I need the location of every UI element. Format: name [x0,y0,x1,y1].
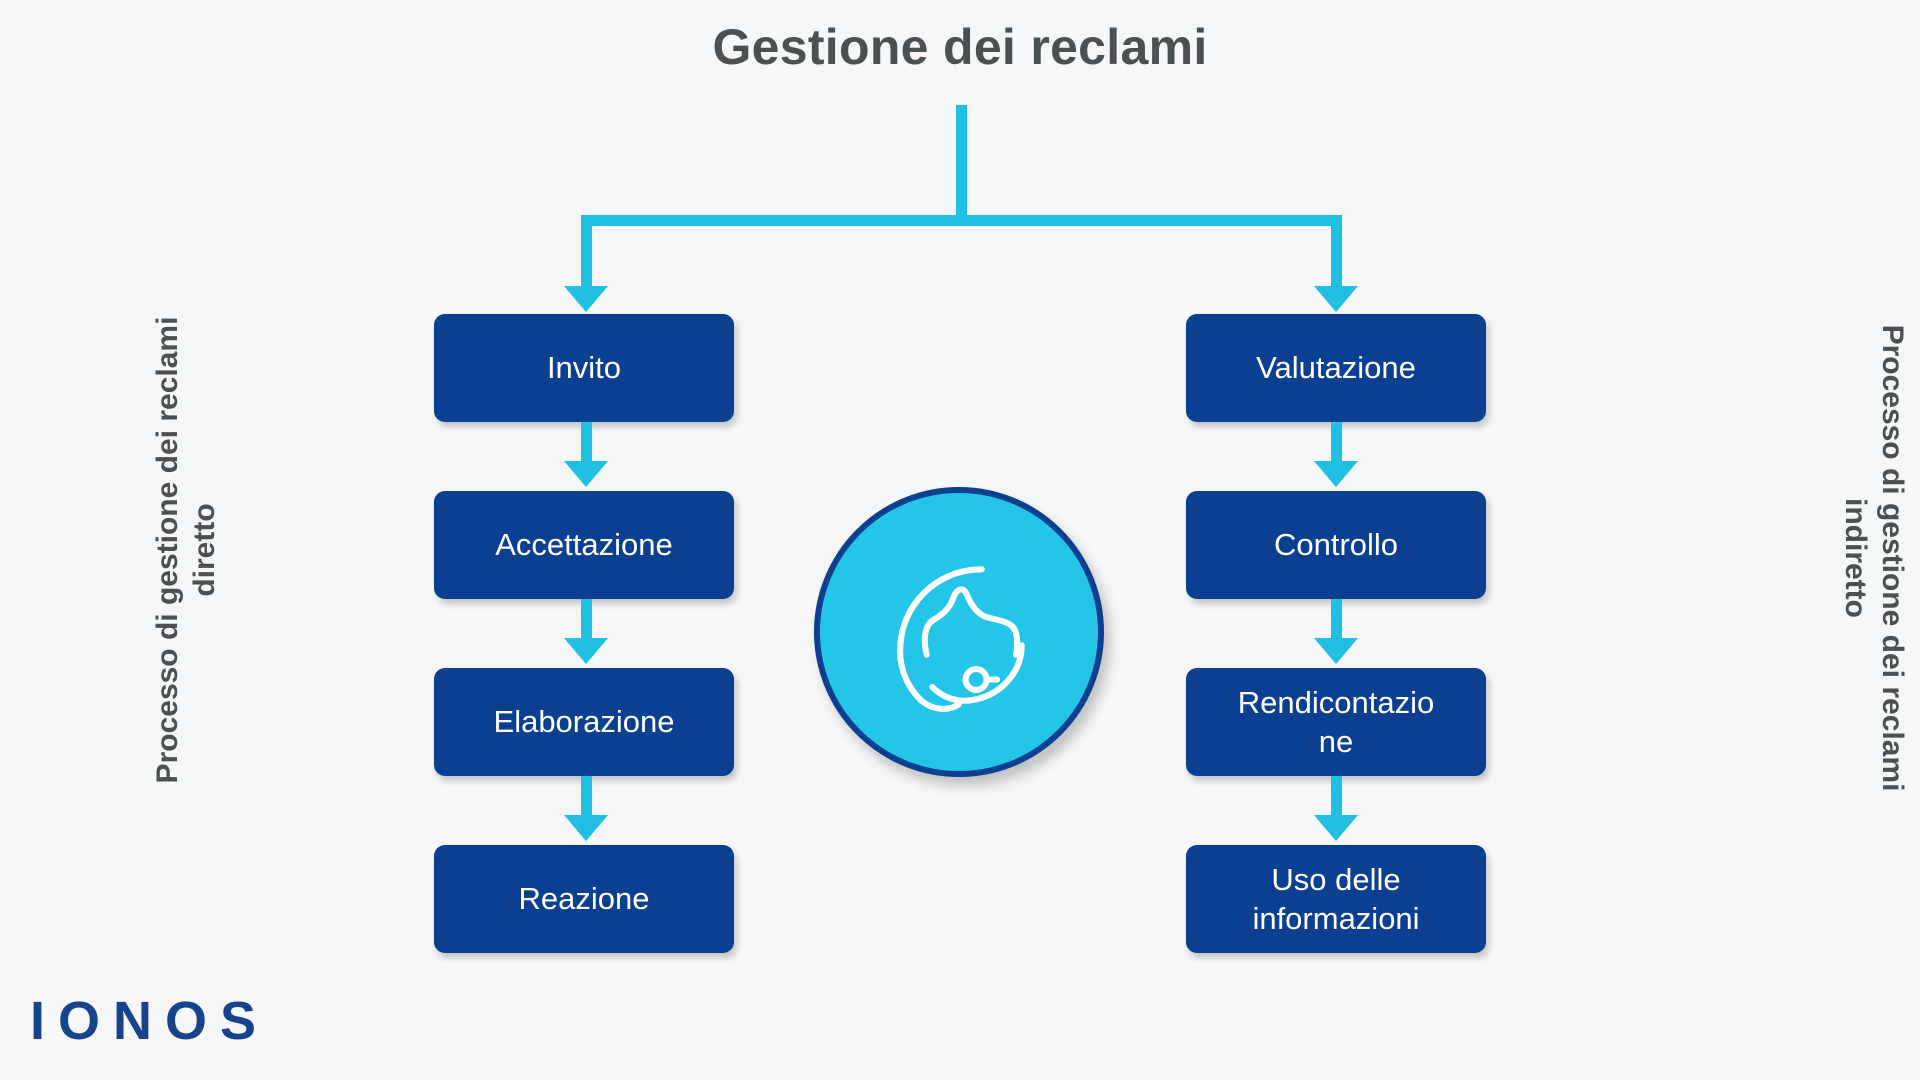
arrowhead-to-invito [564,286,608,312]
node-right-step-1[interactable]: Valutazione [1186,314,1486,422]
connector-right-drop [1331,215,1342,290]
connector-horizontal-bar [581,215,1342,226]
ionos-logo: IONOS [30,991,270,1051]
node-left-step-2[interactable]: Accettazione [434,491,734,599]
right-branch-label: Processo di gestione dei reclami indiret… [1839,324,1909,792]
node-left-step-3[interactable]: Elaborazione [434,668,734,776]
node-right-step-4[interactable]: Uso delle informazioni [1186,845,1486,953]
arrowhead-left-1-2 [564,461,608,487]
arrowhead-right-2-3 [1314,638,1358,664]
arrowhead-to-valutazione [1314,286,1358,312]
connector-right-1-2 [1331,422,1342,465]
arrowhead-right-3-4 [1314,815,1358,841]
connector-right-2-3 [1331,599,1342,642]
node-right-step-2[interactable]: Controllo [1186,491,1486,599]
page-title: Gestione dei reclami [712,19,1208,75]
connector-left-3-4 [581,776,592,819]
arrowhead-left-3-4 [564,815,608,841]
connector-left-1-2 [581,422,592,465]
arrowhead-right-1-2 [1314,461,1358,487]
connector-right-3-4 [1331,776,1342,819]
headset-support-icon [814,487,1104,777]
connector-left-2-3 [581,599,592,642]
arrowhead-left-2-3 [564,638,608,664]
left-branch-label: Processo di gestione dei reclami diretto [151,316,221,784]
connector-left-drop [581,215,592,290]
connector-root-stem [956,105,967,215]
node-right-step-3[interactable]: Rendicontazio ne [1186,668,1486,776]
node-left-step-4[interactable]: Reazione [434,845,734,953]
node-left-step-1[interactable]: Invito [434,314,734,422]
